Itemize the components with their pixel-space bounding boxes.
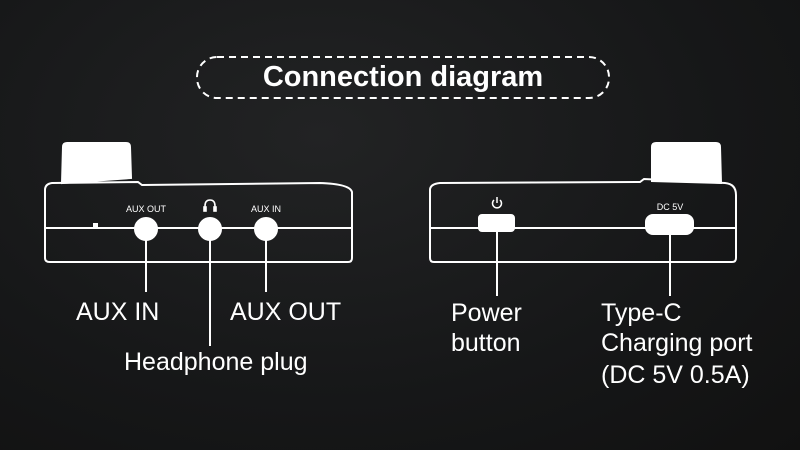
- aux-out-port: [134, 217, 158, 241]
- callout-typec-1: Type-C: [601, 299, 682, 327]
- callout-typec-2: Charging port: [601, 329, 753, 357]
- right-device: [429, 142, 737, 296]
- page-title: Connection diagram: [262, 61, 544, 93]
- callout-aux-in: AUX IN: [76, 298, 160, 326]
- mic-hole: [93, 223, 98, 229]
- headphone-icon: [203, 199, 217, 212]
- callout-aux-out: AUX OUT: [230, 298, 342, 326]
- left-device: [44, 142, 353, 346]
- callout-typec-3: (DC 5V 0.5A): [601, 361, 750, 389]
- aux-in-port: [254, 217, 278, 241]
- aux-out-port-label: AUX OUT: [125, 204, 167, 214]
- usb-c-port: [645, 214, 694, 235]
- power-icon: [491, 197, 503, 209]
- right-knob: [651, 142, 723, 185]
- callout-power-1: Power: [451, 299, 522, 327]
- callout-headphone: Headphone plug: [124, 348, 308, 376]
- callout-power-2: button: [451, 329, 521, 357]
- headphone-port: [198, 217, 222, 241]
- right-body: [429, 177, 737, 263]
- power-button: [478, 214, 515, 232]
- dc-port-label: DC 5V: [656, 202, 684, 212]
- left-body: [44, 180, 353, 263]
- aux-in-port-label: AUX IN: [250, 204, 282, 214]
- title-frame: [196, 56, 610, 99]
- left-knob: [60, 142, 133, 185]
